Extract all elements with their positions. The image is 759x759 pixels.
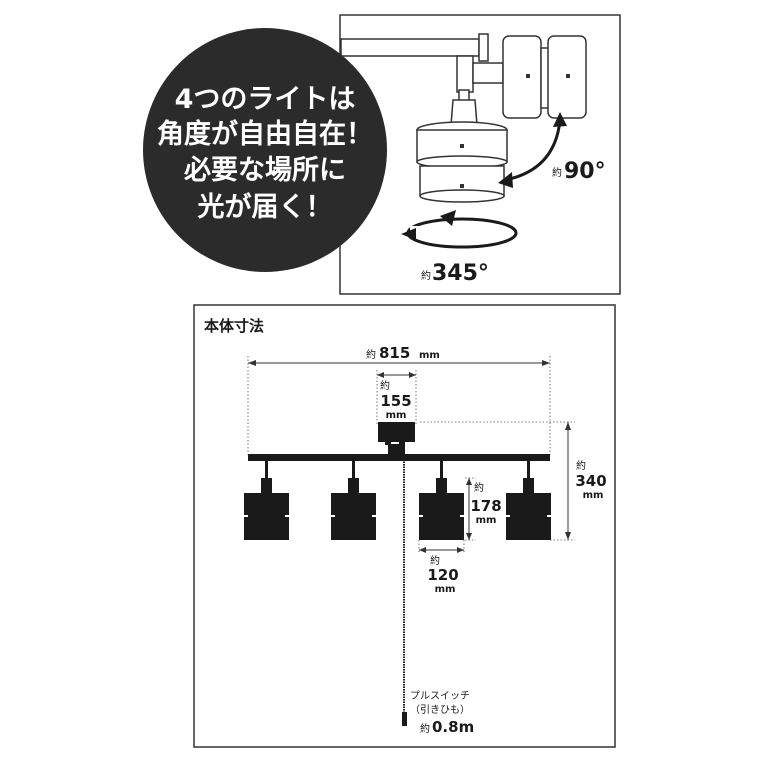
lamp-unit bbox=[419, 461, 464, 540]
width-value: 815 bbox=[379, 344, 410, 362]
shade-width-value: 120 bbox=[427, 566, 458, 584]
width-unit: mm bbox=[419, 350, 440, 361]
ceiling-base bbox=[378, 422, 415, 442]
width-dimension bbox=[247, 356, 551, 455]
shade-height-prefix: 約 bbox=[474, 481, 484, 494]
pull-switch-note: （引きひも） bbox=[410, 704, 470, 716]
shade-width-dimension bbox=[418, 540, 465, 554]
tilt-arrow bbox=[498, 112, 567, 188]
lamp-unit bbox=[506, 461, 551, 540]
spin-arrow bbox=[401, 210, 518, 249]
height-value: 340 bbox=[575, 472, 606, 490]
callout-line-2: 角度が自由自在！ bbox=[157, 118, 373, 150]
shade-height-dimension bbox=[465, 477, 476, 541]
tilted-lamp bbox=[472, 35, 587, 119]
fixture bbox=[244, 422, 551, 726]
shade-width-unit: mm bbox=[435, 584, 456, 595]
shade-height-value: 178 bbox=[470, 497, 501, 515]
lamp-unit bbox=[244, 461, 289, 540]
lamp-unit bbox=[331, 461, 376, 540]
height-unit: mm bbox=[583, 490, 604, 501]
dimensions-title: 本体寸法 bbox=[204, 317, 264, 335]
base-value: 155 bbox=[380, 392, 411, 410]
tilt-value: 90° bbox=[564, 159, 606, 184]
callout-line-3: 必要な場所に bbox=[184, 155, 346, 186]
spin-prefix: 約 bbox=[421, 269, 431, 282]
pull-switch-label: プルスイッチ bbox=[410, 690, 470, 702]
tilt-prefix: 約 bbox=[552, 166, 562, 179]
pull-switch-prefix: 約 bbox=[420, 722, 430, 735]
callout-line-4: 光が届く！ bbox=[197, 191, 333, 223]
shade-width-prefix: 約 bbox=[430, 554, 440, 567]
hanging-lamp bbox=[416, 89, 508, 203]
spin-value: 345° bbox=[432, 261, 489, 286]
shade-height-unit: mm bbox=[476, 515, 497, 526]
dimensions-panel: 本体寸法 約 815 mm 約 155 mm bbox=[193, 304, 616, 748]
height-prefix: 約 bbox=[576, 459, 586, 472]
base-dimension bbox=[376, 370, 417, 425]
base-prefix: 約 bbox=[380, 379, 390, 392]
pull-switch-value: 0.8m bbox=[432, 718, 474, 736]
height-dimension bbox=[420, 421, 575, 541]
fixture-bar bbox=[248, 454, 550, 461]
callout-line-1: 4つのライトは bbox=[175, 84, 356, 115]
callout-circle: 4つのライトは 角度が自由自在！ 必要な場所に 光が届く！ bbox=[143, 28, 387, 272]
pull-chain-knob bbox=[402, 712, 407, 726]
width-prefix: 約 bbox=[366, 348, 376, 361]
base-unit: mm bbox=[386, 410, 407, 421]
